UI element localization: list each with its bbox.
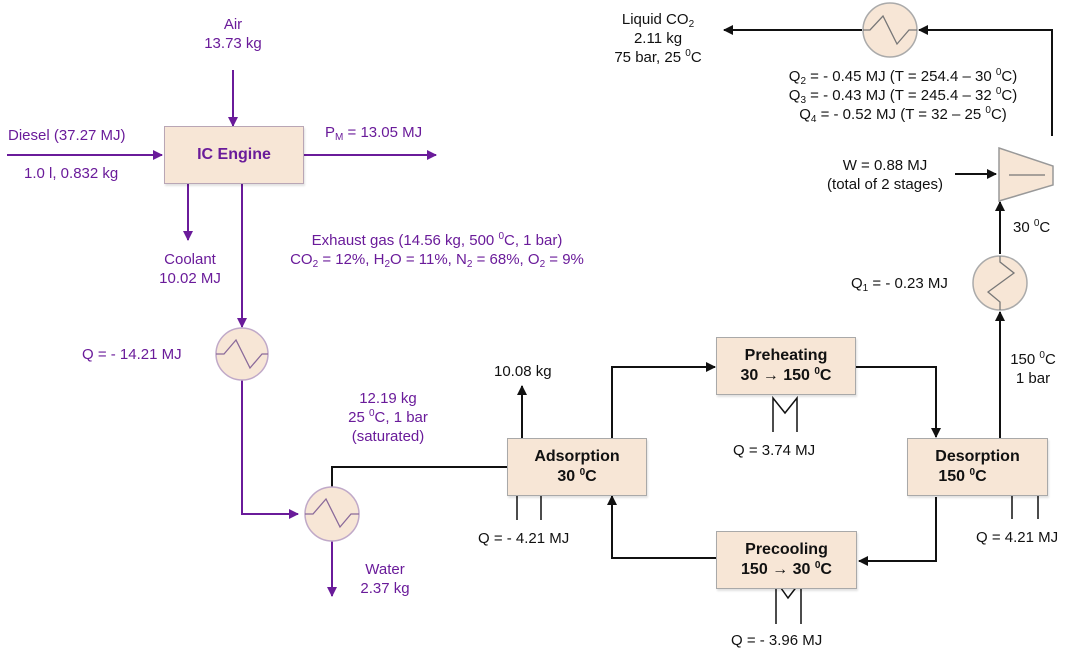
precooling-q-label: Q = - 3.96 MJ <box>731 632 823 649</box>
q2-label: Q2 = - 0.45 MJ (T = 254.4 – 30 0C) <box>788 67 1018 87</box>
exhaust-gas-label: Exhaust gas (14.56 kg, 500 0C, 1 bar) CO… <box>252 231 622 270</box>
q1-label: Q1 = - 0.23 MJ <box>851 275 948 294</box>
saturated-gas-label: 12.19 kg 25 0C, 1 bar (saturated) <box>348 390 428 445</box>
liquid-co2-label: Liquid CO2 2.11 kg 75 bar, 25 0C <box>614 11 702 66</box>
desorption-title: Desorption <box>935 448 1020 465</box>
compressor-work-label: W = 0.88 MJ(total of 2 stages) <box>827 157 943 193</box>
preheating-coil-icon <box>772 395 798 432</box>
precool-to-adsorption-line <box>607 495 717 559</box>
desorption-temp: 150 0C <box>938 467 987 486</box>
co2-cooler-q1-icon <box>972 255 1028 311</box>
desorption-outlet-label: 150 0C 1 bar <box>1010 350 1056 388</box>
q4-label: Q4 = - 0.52 MJ (T = 32 – 25 0C) <box>799 105 1007 125</box>
adsorption-to-preheat-line <box>611 362 716 438</box>
preheating-temp: 30 → 150 0C <box>740 366 832 385</box>
desorption-q-label: Q = 4.21 MJ <box>976 529 1059 546</box>
adsorption-title: Adsorption <box>534 448 620 465</box>
preheating-box: Preheating 30 → 150 0C <box>716 337 856 395</box>
precooling-box: Precooling 150 → 30 0C <box>716 531 857 589</box>
adsorption-box: Adsorption 30 0C <box>507 438 647 496</box>
q3-label: Q3 = - 0.43 MJ (T = 245.4 – 32 0C) <box>788 86 1018 106</box>
diesel-energy-label: Diesel (37.27 MJ) <box>8 127 126 144</box>
cooled-exhaust-line <box>241 380 299 519</box>
aftercooler-duty-labels: Q2 = - 0.45 MJ (T = 254.4 – 30 0C) Q3 = … <box>758 67 1048 125</box>
dried-gas-line <box>331 466 507 487</box>
desorption-to-precool-line <box>858 497 937 566</box>
preheat-to-desorption-line <box>856 366 941 438</box>
precooling-coil-icon <box>775 578 802 624</box>
exhaust-cooler-icon <box>215 327 269 381</box>
power-label: PM = 13.05 MJ <box>325 124 423 143</box>
exhaust-cooler-q-label: Q = - 14.21 MJ <box>82 346 182 363</box>
preheating-q-label: Q = 3.74 MJ <box>733 442 816 459</box>
aftercooler-icon <box>862 2 918 58</box>
adsorption-q-label: Q = - 4.21 MJ <box>478 530 570 547</box>
diesel-spec-label: 1.0 l, 0.832 kg <box>24 165 119 182</box>
after-cooler-temp-label: 30 0C <box>1013 218 1051 237</box>
compressor-icon <box>998 146 1054 203</box>
adsorption-temp: 30 0C <box>557 467 597 486</box>
condenser-icon <box>304 486 360 542</box>
ic-engine-box: IC Engine <box>164 126 304 184</box>
precooling-title: Precooling <box>745 541 828 558</box>
vent-mass-label: 10.08 kg <box>494 363 552 380</box>
preheating-title: Preheating <box>744 347 828 364</box>
precooling-temp: 150 → 30 0C <box>741 560 832 579</box>
desorption-box: Desorption 150 0C <box>907 438 1048 496</box>
exhaust-composition: CO2 = 12%, H2O = 11%, N2 = 68%, O2 = 9% <box>290 251 584 270</box>
ic-engine-title: IC Engine <box>197 146 271 163</box>
